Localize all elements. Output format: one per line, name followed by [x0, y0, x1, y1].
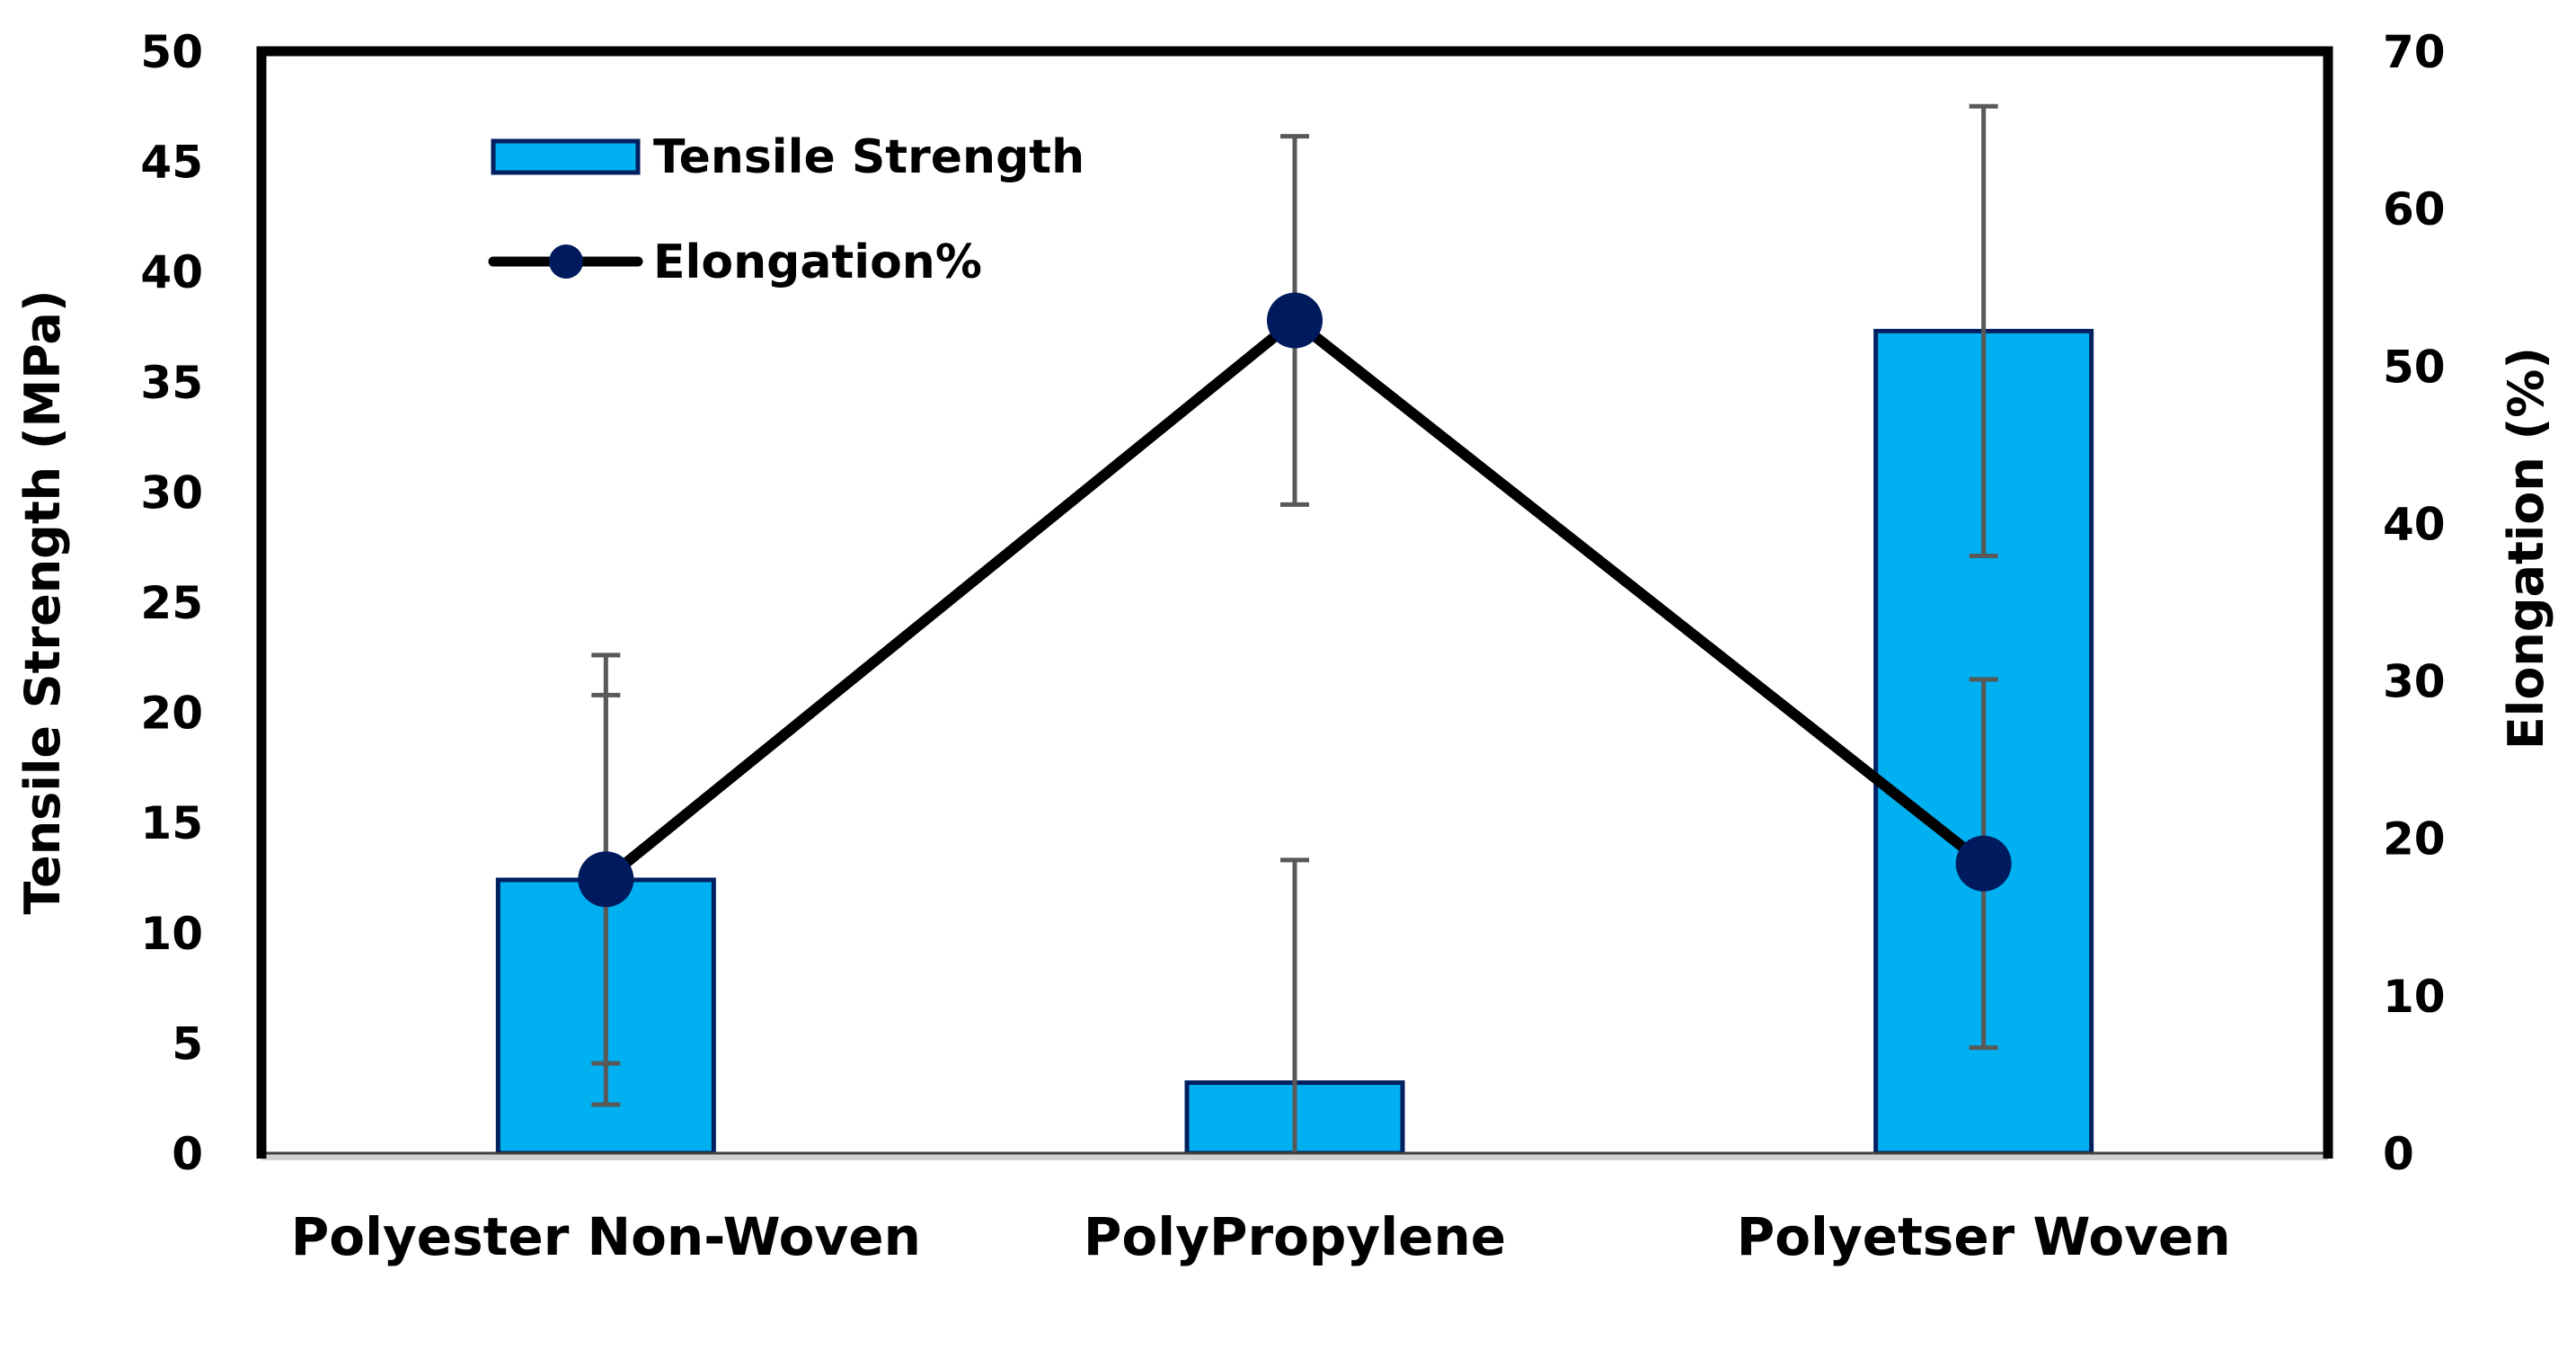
elongation-marker	[1267, 292, 1323, 349]
y2-tick-label: 10	[2383, 971, 2446, 1023]
y2-tick-label: 50	[2383, 341, 2446, 393]
line-layer	[578, 292, 2012, 908]
y2-axis-title: Elongation (%)	[2498, 347, 2554, 750]
y-tick-label: 5	[172, 1017, 203, 1070]
y-tick-label: 50	[140, 26, 203, 78]
legend-marker	[549, 244, 583, 279]
y-tick-label: 30	[140, 466, 203, 519]
y-tick-label: 20	[140, 688, 203, 740]
y2-tick-label: 70	[2383, 26, 2446, 78]
elongation-marker	[1955, 835, 2012, 892]
error-bar	[1969, 103, 1998, 559]
y2-tick-label: 60	[2383, 183, 2446, 235]
y-tick-label: 35	[140, 357, 203, 409]
y2-tick-label: 40	[2383, 498, 2446, 550]
y-axis-title: Tensile Strength (MPa)	[14, 289, 71, 914]
legend-label-tensile: Tensile Strength	[653, 130, 1084, 184]
legend-label-elongation: Elongation%	[653, 235, 982, 289]
legend-bar-swatch	[491, 138, 641, 175]
x-tick-label: PolyPropylene	[1084, 1206, 1506, 1267]
elongation-marker	[578, 851, 634, 908]
x-tick-label: Polyetser Woven	[1737, 1206, 2231, 1267]
y-tick-label: 45	[140, 137, 203, 189]
ticks-layer: 0 5 10 15 20 25 30 35 40 45 50 0 10 20 30 40 50 60 70Polye…	[140, 26, 2445, 1267]
legend: Tensile Strength Elongation%	[488, 130, 1084, 289]
y2-tick-label: 30	[2383, 656, 2446, 708]
error-bar	[1280, 857, 1309, 1153]
y-tick-label: 15	[140, 797, 203, 849]
x-tick-label: Polyester Non-Woven	[291, 1206, 921, 1267]
plot-frame	[256, 46, 2333, 1160]
y-tick-label: 40	[140, 246, 203, 298]
y2-tick-label: 0	[2383, 1128, 2414, 1180]
y2-tick-label: 20	[2383, 813, 2446, 866]
plot-border	[256, 46, 2333, 1159]
y-tick-label: 10	[140, 908, 203, 960]
y-tick-label: 25	[140, 577, 203, 629]
y-tick-label: 0	[172, 1128, 203, 1180]
